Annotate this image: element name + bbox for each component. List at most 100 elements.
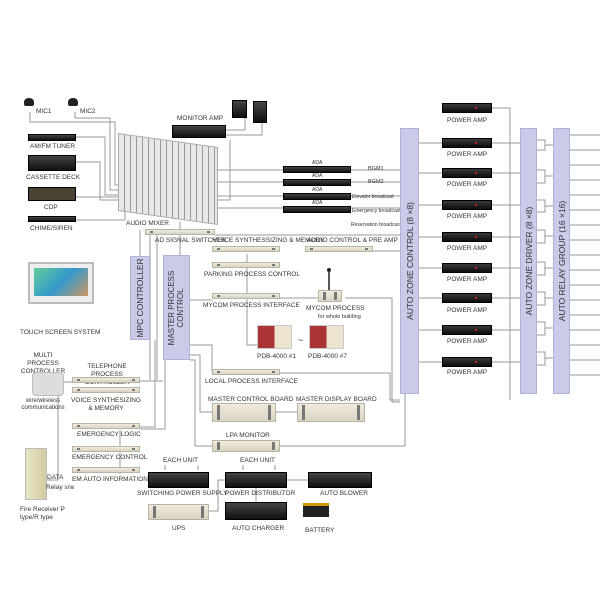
power-amp-label: POWER AMP xyxy=(447,338,488,345)
ada-label: ADA xyxy=(312,173,323,179)
battery-label: BATTERY xyxy=(305,527,335,534)
power-amp xyxy=(442,138,492,148)
power-amp-label: POWER AMP xyxy=(447,151,488,158)
touch-screen-image xyxy=(28,262,94,304)
ups-device xyxy=(148,504,209,520)
each-unit-label: EACH UNIT xyxy=(163,457,199,464)
power-amp-label: POWER AMP xyxy=(447,117,488,124)
pdb-range: ~ xyxy=(298,335,304,345)
power-amp-label: POWER AMP xyxy=(447,245,488,252)
power-amp xyxy=(442,325,492,335)
fire-receiver-label: Fire Receiver P type/R type xyxy=(20,506,65,521)
pdb1-label: PDB-4000 #1 xyxy=(257,353,297,360)
emergency-logic-device xyxy=(72,423,140,429)
ad-signal-switcher-device xyxy=(145,229,215,235)
mic2-icon xyxy=(68,98,78,106)
cassette-device xyxy=(28,155,76,171)
power-amp-label: POWER AMP xyxy=(447,276,488,283)
voice-synth2-label: VOICE SYNTHESIZING & MEMORY xyxy=(70,397,142,412)
ad-signal-switcher-label: AD SIGNAL SWITCHER xyxy=(155,237,226,244)
emergency-control-label: EMERGENCY CONTROL xyxy=(72,454,148,461)
local-process-device xyxy=(212,369,280,375)
voice-synth2-device xyxy=(72,387,140,393)
mycom-interface-device xyxy=(212,293,280,299)
power-amp xyxy=(442,263,492,273)
pdb7-label: PDB-4000 #7 xyxy=(308,353,348,360)
cdp-device xyxy=(28,187,76,201)
each-unit-label: EACH UNIT xyxy=(240,457,276,464)
switching-ps-label: SWITCHING POWER SUPPLY xyxy=(137,490,228,497)
multi-process-label: MULTI PROCESS CONTROLLER xyxy=(21,352,65,375)
monitor-lines xyxy=(218,118,263,201)
power-amp xyxy=(442,200,492,210)
auto-charger-label: AUTO CHARGER xyxy=(232,525,285,532)
auto-relay-group-label: AUTO RELAY GROUP (16 ×16) xyxy=(556,200,567,322)
mic2-label: MIC2 xyxy=(80,108,96,115)
relay-output-lines xyxy=(570,134,600,376)
channel-bgm2: BGM2 xyxy=(368,179,384,185)
ada-label: ADA xyxy=(312,187,323,193)
power-lines xyxy=(164,465,308,512)
mycom-console xyxy=(318,290,342,302)
wireless-label: wire/wireless communications xyxy=(21,398,65,412)
monitor-amp-label: MONITOR AMP xyxy=(177,115,224,122)
power-amp xyxy=(442,103,492,113)
phone-image xyxy=(32,372,64,396)
em-auto-device xyxy=(72,467,140,473)
ada-label: ADA xyxy=(312,160,323,166)
power-amp xyxy=(442,357,492,367)
channel-bgm1: BGM1 xyxy=(368,166,384,172)
auto-blower-device xyxy=(308,472,372,488)
ada-device xyxy=(283,166,351,173)
battery-icon xyxy=(303,503,329,517)
power-amp-label: POWER AMP xyxy=(447,307,488,314)
ada-lines xyxy=(215,169,400,252)
auto-zone-driver-bar: AUTO ZONE DRIVER (8 ×8) xyxy=(520,128,537,394)
chime-device xyxy=(28,216,76,222)
power-amp-label: POWER AMP xyxy=(447,213,488,220)
channel-reservation: Reservation broadcast xyxy=(351,222,402,228)
power-distributor-device xyxy=(225,472,287,488)
local-process-label: LOCAL PROCESS INTERFACE xyxy=(205,378,298,385)
audio-mixer-device xyxy=(118,132,218,226)
parking-label: PARKING PROCESS CONTROL xyxy=(204,271,300,278)
mycom-mic-stand xyxy=(328,272,330,290)
auto-zone-driver-label: AUTO ZONE DRIVER (8 ×8) xyxy=(523,206,534,316)
lpa-monitor-device xyxy=(212,440,280,452)
cassette-label: CASSETTE DECK xyxy=(26,174,81,181)
control-lines xyxy=(47,222,406,481)
auto-relay-group-bar: AUTO RELAY GROUP (16 ×16) xyxy=(553,128,570,394)
mic1-label: MIC1 xyxy=(36,108,52,115)
master-control-label: MASTER CONTROL BOARD xyxy=(208,396,294,403)
mycom-mic-icon xyxy=(327,268,331,272)
emergency-control-device xyxy=(72,446,140,452)
ada-device xyxy=(283,193,351,200)
speaker-icon xyxy=(253,101,267,123)
mycom-process-label: MYCOM PROCESS xyxy=(306,305,365,312)
master-process-label: MASTER PROCESS CONTROL xyxy=(166,270,185,345)
master-display-label: MASTER DISPLAY BOARD xyxy=(296,396,377,403)
speaker-icon xyxy=(232,100,247,118)
master-display-device xyxy=(297,403,365,422)
power-amp xyxy=(442,168,492,178)
data-label: DATA xyxy=(47,474,64,481)
master-control-device xyxy=(212,403,276,422)
mpc-controller-bar: MPC CONTROLLER xyxy=(130,256,150,340)
em-auto-label: EM AUTO INFORMATION xyxy=(72,476,148,483)
cdp-label: CDP xyxy=(44,204,58,211)
channel-elevator: Elevator broadcast xyxy=(352,194,394,200)
touch-screen-label: TOUCH SCREEN SYSTEM xyxy=(20,329,101,336)
audio-control-label: AUDIO CONTROL & PRE AMP xyxy=(307,237,398,244)
audio-mixer-label: AUDIO MIXER xyxy=(126,220,169,227)
auto-zone-control-bar: AUTO ZONE CONTROL (8 ×8) xyxy=(400,128,419,394)
mycom-interface-label: MYCOM PROCESS INTERFACE xyxy=(203,302,300,309)
master-process-bar: MASTER PROCESS CONTROL xyxy=(163,255,190,360)
ada-label: ADA xyxy=(312,200,323,206)
channel-emergency: Emergency broadcast xyxy=(352,208,401,214)
mpc-controller-label: MPC CONTROLLER xyxy=(135,258,145,338)
chime-label: CHIME/SIREN xyxy=(30,225,73,232)
auto-charger-device xyxy=(225,502,287,520)
mycom-sub-label: for whole building xyxy=(318,314,361,320)
auto-blower-label: AUTO BLOWER xyxy=(320,490,368,497)
ada-device xyxy=(283,179,351,186)
